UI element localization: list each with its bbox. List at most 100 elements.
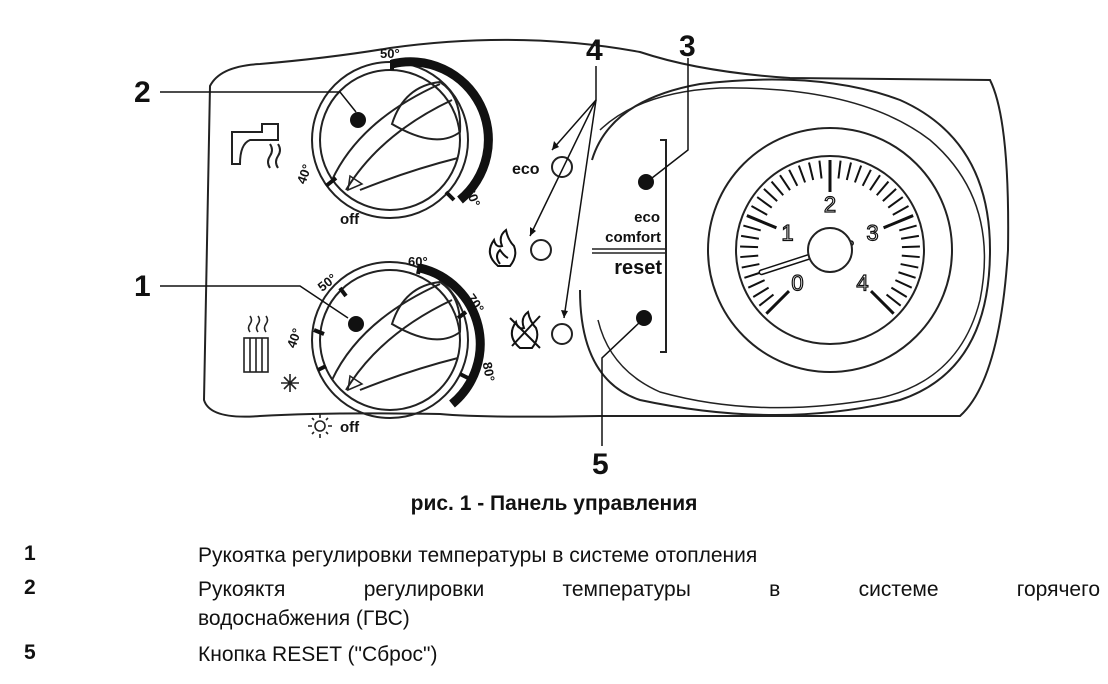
legend-number: 2 xyxy=(24,576,36,599)
panel-shell-outer xyxy=(579,78,992,416)
heating-knob-dot xyxy=(348,316,364,332)
legend-text: Рукояктя регулировки температуры в систе… xyxy=(198,578,1100,601)
pressure-gauge: 0 1 2 3 4 xyxy=(707,127,953,373)
gauge-minor-tick xyxy=(747,279,766,289)
gauge-minor-tick xyxy=(788,169,799,187)
heating-off-label: off xyxy=(340,419,360,436)
gauge-minor-tick xyxy=(885,293,902,307)
eco-comfort-button[interactable] xyxy=(638,174,654,190)
legend-number: 1 xyxy=(24,542,36,565)
gauge-minor-tick xyxy=(750,205,768,216)
gauge-minor-tick xyxy=(818,160,823,179)
gauge-minor-tick xyxy=(797,165,807,183)
gauge-scale-label: 3 xyxy=(866,220,878,245)
gauge-minor-tick xyxy=(894,279,913,289)
callout-1-leader xyxy=(160,285,349,319)
gauge-minor-tick xyxy=(740,254,759,259)
gauge-scale-label: 0 xyxy=(791,271,803,296)
legend-text-continued: водоснабжения (ГВС) xyxy=(198,607,410,630)
flame-indicator-led xyxy=(530,239,552,261)
callout-4-leader-flame xyxy=(529,99,597,237)
control-panel-diagram: 50° 40° 60° off 40° 50° 60° 70° 80° off xyxy=(134,30,1010,481)
dhw-tick-40: 40° xyxy=(294,162,315,186)
eco-comfort-label-eco: eco xyxy=(634,209,660,226)
gauge-minor-tick xyxy=(808,162,815,181)
flame-icon xyxy=(488,228,517,267)
dhw-tick-60-mark xyxy=(444,190,456,202)
gauge-minor-tick xyxy=(875,180,890,196)
gauge-scale-label: 4 xyxy=(856,271,868,296)
button-divider xyxy=(592,248,666,254)
gauge-minor-tick xyxy=(892,205,910,216)
eco-indicator-led xyxy=(551,156,573,178)
dhw-knob[interactable] xyxy=(311,57,493,219)
gauge-major-tick xyxy=(765,289,791,315)
gauge-minor-tick xyxy=(740,245,759,249)
dhw-off-label: off xyxy=(340,211,360,228)
gauge-minor-tick xyxy=(887,196,904,209)
dhw-knob-dot xyxy=(350,112,366,128)
gauge-minor-tick xyxy=(900,234,920,240)
eco-indicator-label: eco xyxy=(512,161,540,178)
callout-2: 2 xyxy=(134,76,151,109)
callout-4-leader-fault xyxy=(563,99,597,319)
gauge-minor-tick xyxy=(779,174,791,191)
figure-caption: рис. 1 - Панель управления xyxy=(410,492,698,515)
gauge-minor-tick xyxy=(743,224,761,232)
gauge-scale-labels: 0 1 2 3 4 xyxy=(781,191,879,296)
dhw-tick-50: 50° xyxy=(380,46,400,61)
gauge-major-tick xyxy=(883,214,914,230)
radiator-icon xyxy=(243,315,269,373)
gauge-minor-tick xyxy=(901,245,920,249)
gauge-minor-tick xyxy=(763,188,778,202)
gauge-minor-tick xyxy=(758,293,775,307)
gauge-minor-tick xyxy=(845,162,852,181)
gauge-minor-tick xyxy=(741,263,760,269)
panel-shell-inner xyxy=(597,87,986,409)
callout-2-leader xyxy=(160,91,357,113)
gauge-minor-tick xyxy=(853,165,863,183)
callout-5-leader xyxy=(601,321,641,446)
callout-3: 3 xyxy=(679,30,696,63)
heating-tick-80: 80° xyxy=(480,361,498,383)
legend-text: Кнопка RESET ("Сброс") xyxy=(198,643,438,666)
gauge-minor-tick xyxy=(740,234,760,240)
gauge-minor-tick xyxy=(837,160,842,179)
dhw-tick-40-mark xyxy=(324,176,338,188)
legend-number: 5 xyxy=(24,641,36,664)
heating-tick-60: 60° xyxy=(408,254,428,269)
gauge-major-tick xyxy=(869,289,895,315)
gauge-scale-label: 2 xyxy=(824,192,836,217)
tap-icon xyxy=(231,123,281,169)
gauge-minor-tick xyxy=(756,196,773,209)
dhw-tick-60: 60° xyxy=(463,185,484,209)
gauge-minor-tick xyxy=(898,271,916,279)
callout-1: 1 xyxy=(134,270,151,303)
gauge-minor-tick xyxy=(900,263,919,269)
legend-text: Рукоятка регулировки температуры в систе… xyxy=(198,544,758,567)
gauge-ticks xyxy=(740,160,920,315)
gauge-minor-tick xyxy=(890,286,908,298)
gauge-minor-tick xyxy=(901,254,920,259)
gauge-hub xyxy=(807,227,853,273)
snowflake-icon xyxy=(281,374,299,392)
gauge-minor-tick xyxy=(861,169,872,187)
gauge-minor-tick xyxy=(899,224,917,232)
heating-tick-40: 40° xyxy=(284,326,305,350)
gauge-major-tick xyxy=(746,214,777,230)
callout-3-leader xyxy=(651,58,689,179)
sun-icon xyxy=(308,414,332,438)
gauge-minor-tick xyxy=(882,188,897,202)
gauge-minor-tick xyxy=(752,286,770,298)
reset-label: reset xyxy=(614,257,662,279)
callout-5: 5 xyxy=(592,448,609,481)
gauge-scale-label: 1 xyxy=(781,220,793,245)
gauge-minor-tick xyxy=(770,180,785,196)
gauge-minor-tick xyxy=(869,174,881,191)
callout-4: 4 xyxy=(586,34,603,67)
eco-comfort-label-comfort: comfort xyxy=(605,229,661,246)
button-panel-edge xyxy=(660,139,667,353)
flame-off-icon xyxy=(509,310,541,349)
fault-indicator-led xyxy=(551,323,573,345)
heating-knob[interactable] xyxy=(311,261,485,419)
